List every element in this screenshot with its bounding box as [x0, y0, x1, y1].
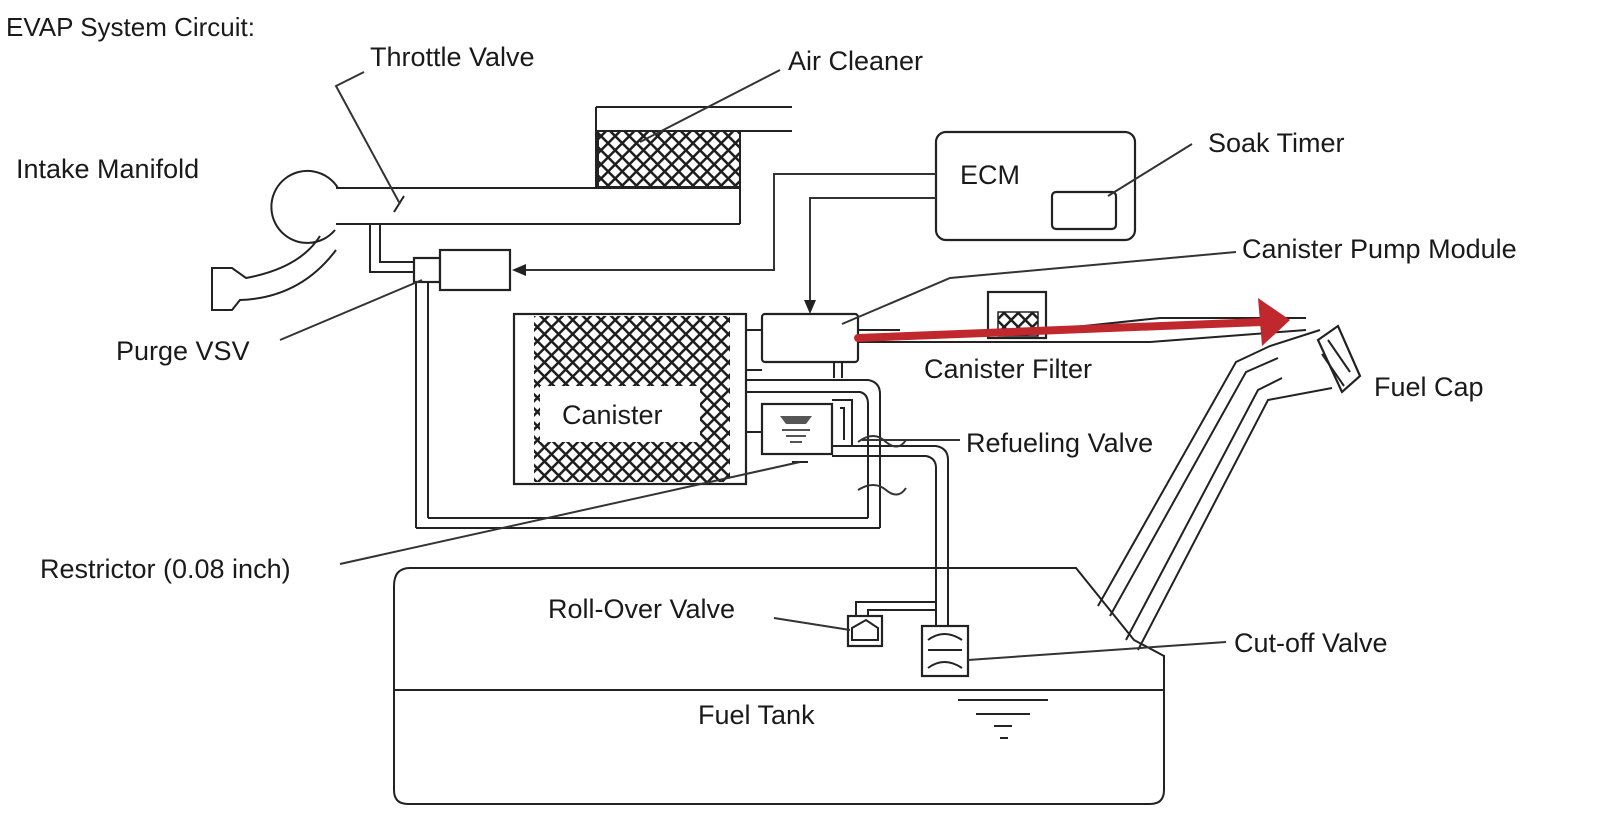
- fuel-tank: Fuel Tank: [393, 567, 1165, 805]
- leader-air-cleaner: [639, 69, 781, 143]
- canister-pump-module-label: Canister Pump Module: [1242, 234, 1517, 264]
- canister-pump-module: [760, 312, 1150, 378]
- leader-restrictor: [339, 461, 801, 565]
- canister: Canister: [512, 312, 762, 486]
- roll-over-valve-label: Roll-Over Valve: [548, 594, 735, 624]
- canister-label: Canister: [562, 400, 663, 430]
- throttle-valve-label: Throttle Valve: [370, 42, 535, 72]
- highlight-arrow: [854, 298, 1290, 346]
- refueling-valve: [746, 379, 949, 630]
- soak-timer-label: Soak Timer: [1208, 128, 1345, 158]
- roll-over-valve: [846, 601, 936, 648]
- fuel-cap: [1316, 324, 1362, 394]
- leader-soak-timer: [1107, 143, 1193, 197]
- fuel-tank-label: Fuel Tank: [698, 700, 815, 730]
- diagram-title: EVAP System Circuit:: [6, 12, 255, 42]
- leader-throttle-valve: [334, 71, 401, 205]
- leader-canister-pump: [841, 251, 1237, 325]
- intake-manifold-label: Intake Manifold: [16, 154, 199, 184]
- leader-purge-vsv: [279, 279, 423, 341]
- canister-filter-label: Canister Filter: [924, 354, 1092, 384]
- air-cleaner-label: Air Cleaner: [788, 46, 923, 76]
- cut-off-valve-label: Cut-off Valve: [1234, 628, 1388, 658]
- purge-vsv: [369, 224, 880, 529]
- refueling-valve-label: Refueling Valve: [966, 428, 1153, 458]
- fuel-cap-label: Fuel Cap: [1374, 372, 1484, 402]
- ecm-unit: ECM: [934, 130, 1137, 242]
- intake-manifold: [211, 169, 741, 311]
- cut-off-valve: [920, 624, 970, 678]
- filler-neck: [1097, 329, 1333, 651]
- purge-vsv-label: Purge VSV: [116, 336, 250, 366]
- restrictor-label: Restrictor (0.08 inch): [40, 554, 291, 584]
- air-cleaner: [595, 106, 792, 188]
- soak-timer-box: [1050, 190, 1118, 231]
- leader-roll-over-valve: [773, 617, 851, 631]
- leader-cut-off-valve: [967, 641, 1227, 661]
- ecm-label: ECM: [960, 160, 1020, 190]
